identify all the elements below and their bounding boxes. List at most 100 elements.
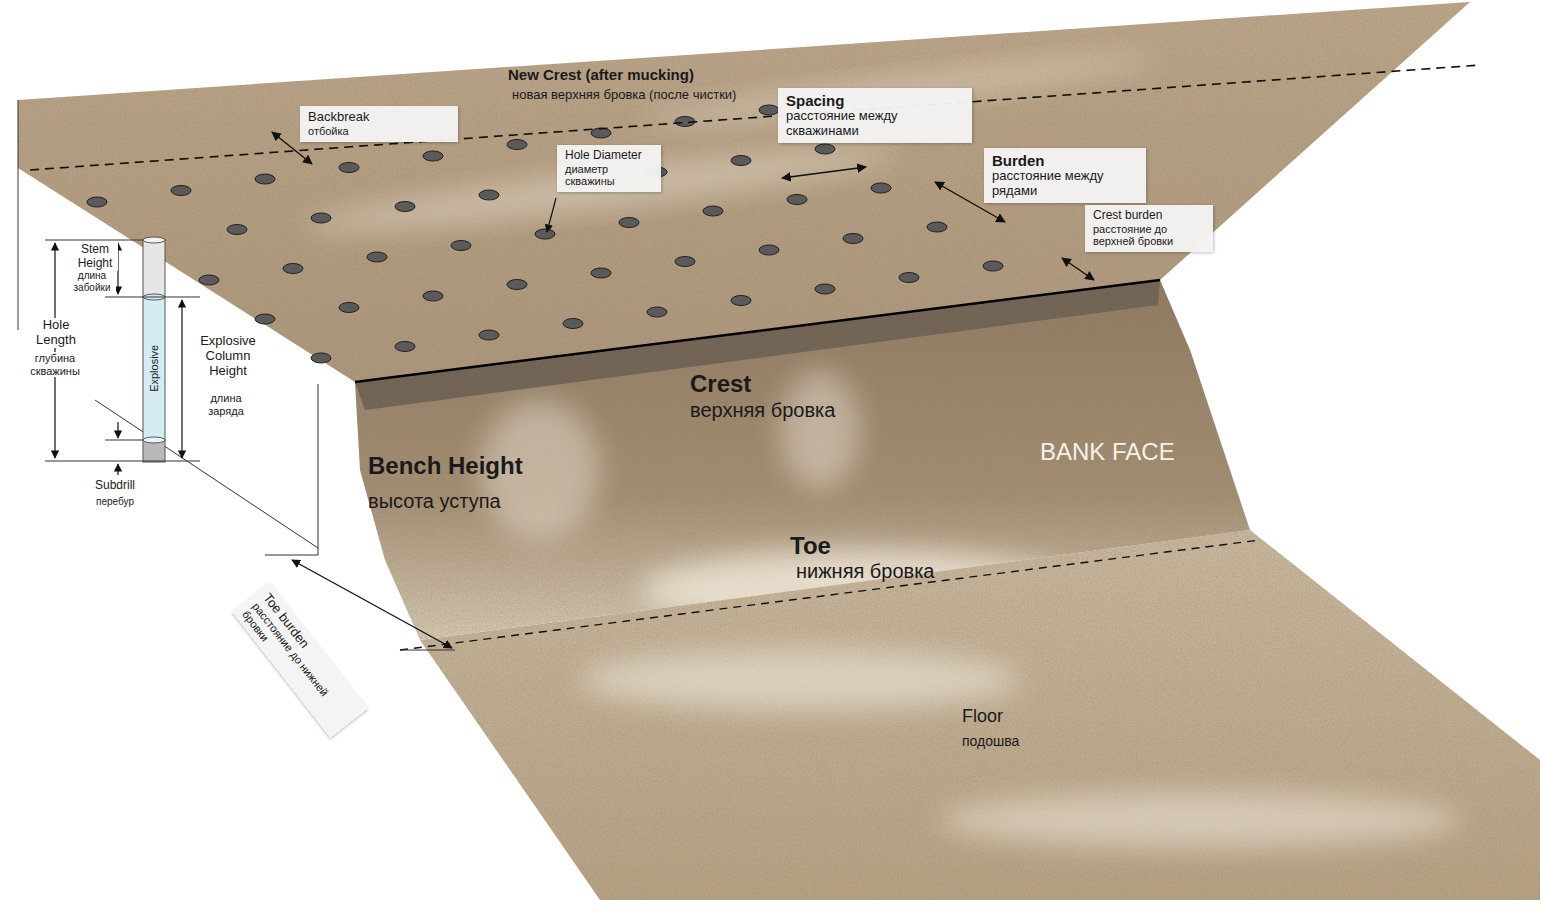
blast-hole xyxy=(731,296,751,306)
highlight xyxy=(580,650,1020,710)
callout-title: Spacing xyxy=(786,92,964,109)
part-label: нижняя бровка xyxy=(796,560,935,583)
callout-box: Backbreakотбойка xyxy=(300,106,458,142)
toe-burden-arrow xyxy=(292,560,452,648)
dimension-line xyxy=(105,440,143,441)
blast-hole xyxy=(563,319,583,329)
highlight xyxy=(780,370,860,490)
blast-hole xyxy=(283,264,303,274)
callout-translation: диаметр скважины xyxy=(565,163,653,188)
blast-hole xyxy=(507,280,527,290)
blast-hole xyxy=(927,222,947,232)
rubble-texture xyxy=(355,280,1160,410)
part-label: Toe xyxy=(790,532,831,560)
bench-top xyxy=(18,2,1470,382)
part-label: New Crest (after mucking) xyxy=(508,66,694,83)
blast-hole xyxy=(899,273,919,283)
blast-hole xyxy=(675,257,695,267)
blast-hole xyxy=(647,307,667,317)
part-label: Explosive xyxy=(148,344,161,391)
callout-box: Spacingрасстояние между скважинами xyxy=(778,88,972,143)
highlight xyxy=(640,550,1080,630)
new-crest-line xyxy=(30,65,1480,170)
part-label: новая верхняя бровка (после чистки) xyxy=(512,88,736,103)
blast-hole xyxy=(479,190,499,200)
blast-hole xyxy=(423,291,443,301)
blast-hole xyxy=(591,268,611,278)
hole-length-arrow xyxy=(54,243,55,458)
blast-hole xyxy=(311,213,331,223)
diameter-leader xyxy=(547,198,556,232)
spacing-arrow xyxy=(782,167,866,178)
part-label: подошва xyxy=(962,733,1019,749)
part-label: Stem Height xyxy=(72,243,118,271)
blast-hole xyxy=(815,144,835,154)
callout-title: Backbreak xyxy=(308,110,450,125)
callout-translation: расстояние до верхней бровки xyxy=(1093,223,1205,248)
blast-hole xyxy=(171,186,191,196)
frame-line xyxy=(318,384,319,555)
top-highlights xyxy=(300,44,1160,244)
blast-hole xyxy=(731,156,751,166)
blast-hole xyxy=(451,241,471,251)
column-height-arrow xyxy=(181,300,182,458)
blast-hole xyxy=(87,197,107,207)
blast-hole xyxy=(423,151,443,161)
blast-hole xyxy=(395,342,415,352)
part-label: перебур xyxy=(80,496,150,508)
blast-hole xyxy=(395,202,415,212)
part-label: Floor xyxy=(962,706,1003,727)
blast-hole xyxy=(619,218,639,228)
frame-line xyxy=(95,400,318,548)
crest-line xyxy=(355,280,1160,382)
callout-box: Toe burdenрасстояние до нижней бровки xyxy=(232,582,369,738)
callout-translation: расстояние между рядами xyxy=(992,169,1138,199)
face-texture xyxy=(355,280,1250,640)
blast-hole xyxy=(339,163,359,173)
floor-highlights xyxy=(580,650,1460,848)
hole-top xyxy=(143,237,165,243)
explosive-column xyxy=(143,297,165,440)
face-highlights xyxy=(480,370,1080,630)
blast-hole xyxy=(815,284,835,294)
frame-line xyxy=(18,100,19,330)
blast-hole xyxy=(367,252,387,262)
part-label: высота уступа xyxy=(368,490,501,513)
subdrill-arrow xyxy=(117,464,118,475)
blast-hole xyxy=(199,275,219,285)
highlight xyxy=(940,792,1460,848)
charge-bottom xyxy=(143,437,165,443)
part-label: BANK FACE xyxy=(1040,438,1175,466)
blast-hole xyxy=(255,174,275,184)
frame-line xyxy=(400,650,455,651)
blast-hole xyxy=(759,245,779,255)
callout-title: Crest burden xyxy=(1093,209,1205,223)
subdrill-arrow xyxy=(117,422,118,438)
dimension-line xyxy=(45,240,143,241)
blast-hole xyxy=(479,330,499,340)
crest-rubble xyxy=(355,280,1160,410)
part-label: длина забойки xyxy=(68,270,116,293)
callout-title: Burden xyxy=(992,152,1138,169)
dimension-line xyxy=(105,297,200,298)
blast-hole xyxy=(843,234,863,244)
blast-hole xyxy=(703,206,723,216)
stemming xyxy=(143,240,165,297)
part-label: Subdrill xyxy=(80,479,150,493)
highlight xyxy=(300,136,900,245)
blast-hole xyxy=(339,303,359,313)
bank-face xyxy=(355,280,1250,640)
callout-box: Crest burdenрасстояние до верхней бровки xyxy=(1085,205,1213,252)
part-label: Hole Length xyxy=(30,318,82,348)
callout-translation: расстояние между скважинами xyxy=(786,109,964,139)
top-texture xyxy=(18,2,1470,382)
blast-hole xyxy=(227,225,247,235)
blast-hole xyxy=(311,353,331,363)
part-label: Explosive Column Height xyxy=(190,334,266,379)
part-label: Crest xyxy=(690,370,751,398)
blast-hole xyxy=(871,183,891,193)
part-label: Bench Height xyxy=(368,452,523,480)
part-label: верхняя бровка xyxy=(690,399,835,422)
part-label: длина заряда xyxy=(196,392,256,417)
